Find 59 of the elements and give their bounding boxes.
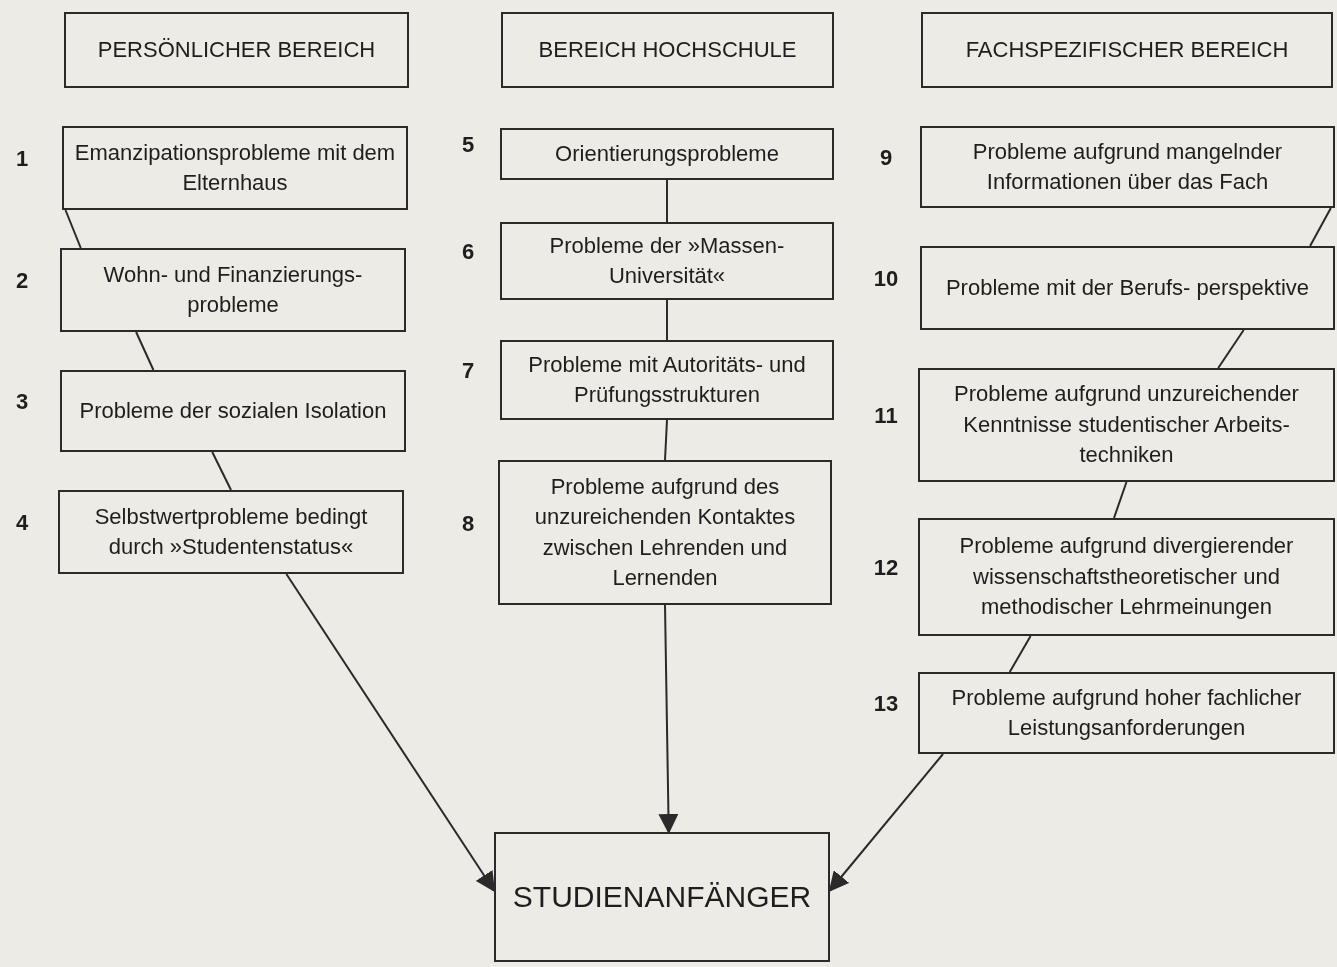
- item-number: 3: [14, 389, 30, 415]
- connector-line: [135, 331, 155, 371]
- item-number: 8: [460, 510, 476, 537]
- box-text: Probleme mit der Berufs- perspektive: [945, 273, 1310, 302]
- box-text: Probleme der sozialen Isolation: [79, 396, 387, 425]
- item-number: 12: [872, 555, 900, 581]
- item-number: 11: [873, 403, 899, 429]
- box-text: Selbstwertprobleme bedingt durch »Studentenstatus«: [93, 502, 369, 561]
- connector-line: [64, 209, 82, 249]
- connector-line: [1309, 207, 1332, 247]
- header-box: [921, 12, 1333, 88]
- item-number: 10: [872, 266, 900, 292]
- box-text: BEREICH HOCHSCHULE: [538, 35, 797, 64]
- box-text: Probleme aufgrund des unzureichenden Kontaktes zwischen Lehrenden und Lernenden: [533, 472, 797, 592]
- item-number: 2: [14, 268, 30, 294]
- header-box: [64, 12, 409, 88]
- box-text: PERSÖNLICHER BEREICH: [97, 35, 376, 64]
- item-number: 1: [14, 146, 30, 172]
- process-box: [500, 128, 834, 180]
- connector-line: [666, 179, 668, 223]
- item-number: 5: [460, 132, 476, 158]
- process-box: [918, 672, 1335, 754]
- process-box: [498, 460, 832, 605]
- box-text: Probleme aufgrund mangelnder Informationen über das Fach: [971, 137, 1284, 196]
- process-box: [62, 126, 408, 210]
- box-text: Probleme aufgrund divergierender wissenschaftstheoretischer und methodischer Lehrmeinungen: [958, 532, 1295, 622]
- connector-line: [666, 299, 668, 341]
- box-text: Wohn- und Finanzierungs- probleme: [102, 260, 364, 319]
- box-text: Probleme mit Autoritäts- und Prüfungsstrukturen: [527, 350, 807, 409]
- process-box: [500, 340, 834, 420]
- process-box: [920, 246, 1335, 330]
- process-box: [918, 518, 1335, 636]
- process-box: [920, 126, 1335, 208]
- item-number: 9: [878, 145, 894, 171]
- box-text: STUDIENANFÄNGER: [512, 879, 812, 916]
- item-number: 13: [872, 691, 900, 717]
- process-box: [500, 222, 834, 300]
- process-box: [60, 370, 406, 452]
- connector-line: [664, 419, 668, 461]
- connector-line: [1217, 329, 1245, 369]
- target-box: [494, 832, 830, 962]
- box-text: Emanzipationsprobleme mit dem Elternhaus: [73, 138, 397, 197]
- item-number: 4: [14, 510, 30, 536]
- box-text: Orientierungsprobleme: [555, 139, 779, 168]
- process-box: [60, 248, 406, 332]
- connector-line: [211, 451, 232, 491]
- process-box: [58, 490, 404, 574]
- box-text: FACHSPEZIFISCHER BEREICH: [965, 35, 1289, 64]
- box-text: Probleme aufgrund unzureichender Kenntnisse studentischer Arbeits- techniken: [953, 380, 1300, 470]
- box-text: Probleme aufgrund hoher fachlicher Leistungsanforderungen: [950, 683, 1303, 742]
- connector-line: [1008, 635, 1032, 673]
- header-box: [501, 12, 834, 88]
- box-text: Probleme der »Massen- Universität«: [548, 231, 786, 290]
- item-number: 6: [460, 239, 476, 265]
- item-number: 7: [460, 358, 476, 384]
- connector-line: [1113, 481, 1128, 519]
- arrow: [285, 573, 496, 893]
- process-box: [918, 368, 1335, 482]
- arrow: [658, 604, 679, 834]
